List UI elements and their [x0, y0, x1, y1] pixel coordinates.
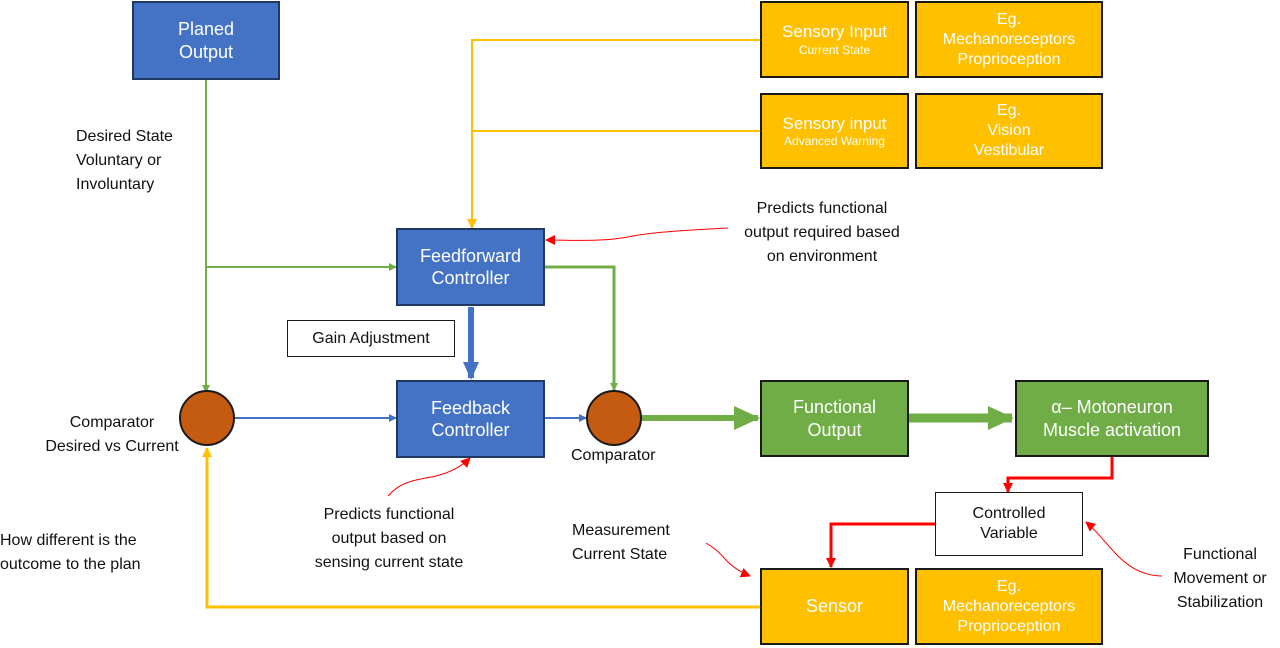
feedback-controller-box: Feedback Controller: [396, 380, 545, 458]
how-different-label: How different is the outcome to the plan: [0, 529, 141, 577]
eg-box-3-line1: Eg.: [996, 577, 1021, 595]
sensory-input-warning-box: Sensory input Advanced Warning: [760, 93, 909, 169]
desired-state-line3: Involuntary: [76, 176, 155, 193]
functional-movement-label: Functional Movement or Stabilization: [1160, 543, 1280, 615]
eg-box-1-line3: Proprioception: [957, 50, 1061, 68]
eg-box-2: Eg. Vision Vestibular: [915, 93, 1103, 169]
desired-state-label: Desired State Voluntary or Involuntary: [76, 125, 173, 197]
predicts-env-line1: Predicts functional: [756, 200, 888, 217]
comparator-left-label: Comparator Desired vs Current: [36, 411, 188, 459]
eg-box-2-line3: Vestibular: [973, 142, 1045, 159]
planed-output-line2: Output: [178, 41, 234, 62]
comparator-left-circle: [179, 390, 235, 446]
functional-output-line1: Functional: [792, 397, 877, 417]
predicts-sensing-line1: Predicts functional: [323, 506, 455, 523]
controlled-variable-box: Controlled Variable: [935, 492, 1083, 556]
movement-pointer: [1085, 521, 1163, 577]
sensor-feedback-line: [202, 447, 760, 609]
measurement-label: Measurement Current State: [572, 519, 670, 567]
gain-adjustment-box: Gain Adjustment: [287, 320, 455, 357]
comparator-left-line1: Comparator: [69, 414, 155, 431]
predicts-sensing-line2: output based on: [331, 530, 447, 547]
predicts-env-line3: on environment: [766, 248, 878, 265]
desired-state-line1: Desired State: [76, 128, 173, 145]
sensory-input-current-sub: Current State: [798, 42, 871, 57]
feedback-line2: Controller: [431, 420, 510, 440]
eg-box-3-line2: Mechanoreceptors: [942, 597, 1076, 615]
gain-adjustment-text: Gain Adjustment: [312, 329, 430, 347]
eg-box-1: Eg. Mechanoreceptors Proprioception: [915, 1, 1103, 78]
planed-output-box: Planed Output: [132, 1, 280, 80]
measurement-pointer: [705, 542, 751, 578]
sensory-input-current-box: Sensory Input Current State: [760, 1, 909, 78]
motoneuron-to-variable-line: [1003, 457, 1114, 493]
functional-movement-line3: Stabilization: [1176, 594, 1264, 611]
measurement-line1: Measurement: [572, 522, 670, 539]
env-pointer: [545, 227, 729, 246]
measurement-line2: Current State: [572, 546, 668, 563]
sensing-pointer: [387, 457, 471, 497]
sensory-input-current-title: Sensory Input: [782, 22, 887, 42]
sensory-input-warning-title: Sensory input: [782, 113, 887, 133]
functional-movement-line1: Functional: [1183, 546, 1257, 563]
eg-box-3-line3: Proprioception: [957, 617, 1061, 635]
sensor-box: Sensor: [760, 568, 909, 645]
desired-state-line2: Voluntary or: [76, 152, 162, 169]
feedforward-line1: Feedforward: [419, 245, 522, 266]
comparator-right-circle: [586, 390, 642, 446]
functional-output-line2: Output: [807, 419, 862, 440]
how-different-line2: outcome to the plan: [0, 556, 141, 573]
controlled-variable-line2: Variable: [980, 525, 1038, 542]
comparator-right-text: Comparator: [571, 447, 656, 464]
feedforward-controller-box: Feedforward Controller: [396, 228, 545, 306]
motoneuron-box: α– Motoneuron Muscle activation: [1015, 380, 1209, 457]
motoneuron-line2: Muscle activation: [1042, 419, 1182, 440]
sensor-text: Sensor: [805, 596, 864, 617]
predicts-env-line2: output required based: [744, 224, 900, 241]
functional-output-box: Functional Output: [760, 380, 909, 457]
sensory-input-warning-sub: Advanced Warning: [784, 134, 885, 149]
feedforward-line2: Controller: [431, 268, 510, 288]
eg-box-3: Eg. Mechanoreceptors Proprioception: [915, 568, 1103, 645]
eg-box-2-line2: Vision: [987, 122, 1031, 139]
controlled-variable-line1: Controlled: [972, 505, 1046, 522]
sensory-current-line: [467, 39, 760, 229]
predicts-sensing-label: Predicts functional output based on sens…: [296, 503, 482, 575]
eg-box-1-line1: Eg.: [996, 10, 1021, 28]
planed-output-line1: Planed: [177, 19, 235, 39]
feedforward-to-comparator-line: [545, 265, 618, 391]
eg-box-2-line1: Eg.: [996, 102, 1021, 119]
predicts-environment-label: Predicts functional output required base…: [729, 197, 915, 269]
comparator-right-label: Comparator: [571, 444, 655, 468]
comparator-left-line2: Desired vs Current: [45, 438, 179, 455]
functional-movement-line2: Movement or: [1173, 570, 1267, 587]
variable-to-sensor-line: [826, 522, 935, 568]
predicts-sensing-line3: sensing current state: [314, 554, 464, 571]
eg-box-1-line2: Mechanoreceptors: [942, 30, 1076, 48]
feedback-line1: Feedback: [430, 397, 511, 418]
how-different-line1: How different is the: [0, 532, 137, 549]
motoneuron-line1: α– Motoneuron: [1051, 397, 1173, 417]
